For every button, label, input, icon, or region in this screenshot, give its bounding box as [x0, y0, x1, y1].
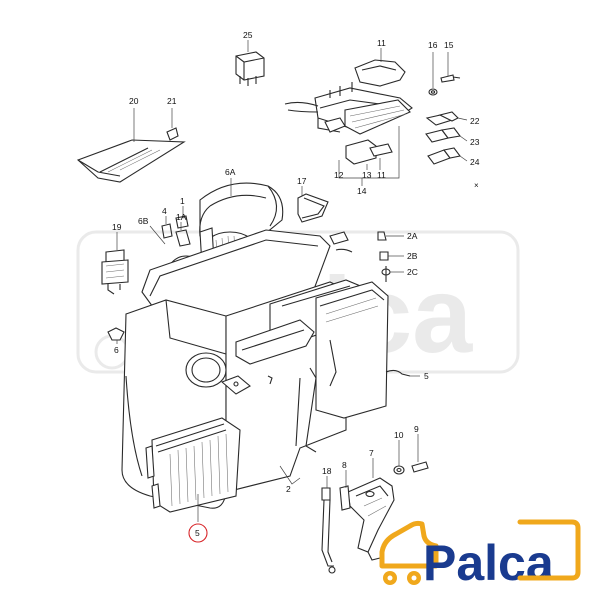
- callout-2A: 2A: [407, 231, 418, 241]
- part-hose: [297, 186, 329, 223]
- callout-21: 21: [167, 96, 177, 106]
- part-bracket: [339, 458, 395, 561]
- part-relay: [235, 40, 265, 86]
- part-heater-core: [145, 417, 241, 522]
- callout-8: 8: [342, 460, 347, 470]
- part-switch-assembly: [284, 48, 413, 186]
- svg-text:×: ×: [474, 181, 479, 190]
- callout-16: 16: [428, 40, 438, 50]
- callout-12: 12: [334, 170, 344, 180]
- callout-9: 9: [414, 424, 419, 434]
- leader-2: [279, 465, 301, 485]
- callout-7: 7: [369, 448, 374, 458]
- callout-labels: 25 11 16 15 20 21 22 23 24 12 13 11 14 6…: [112, 30, 480, 494]
- callout-11: 11: [377, 38, 386, 48]
- callout-5-highlighted[interactable]: 5: [188, 523, 208, 543]
- callout-11-lower: 11: [377, 170, 386, 180]
- callout-23: 23: [470, 137, 480, 147]
- callout-2C: 2C: [407, 267, 418, 277]
- callout-1: 1: [180, 196, 185, 206]
- part-screw-washer: [428, 52, 461, 96]
- callout-15: 15: [444, 40, 454, 50]
- callout-24: 24: [470, 157, 480, 167]
- part-screw-bottom: [393, 434, 429, 475]
- brand-name: Palca: [423, 535, 555, 591]
- callout-13: 13: [362, 170, 372, 180]
- callout-22: 22: [470, 116, 480, 126]
- callout-2: 2: [286, 484, 291, 494]
- callout-17: 17: [297, 176, 307, 186]
- callout-10: 10: [394, 430, 404, 440]
- part-clips: [149, 206, 191, 247]
- car-icon: [379, 520, 439, 585]
- callout-6A: 6A: [225, 167, 236, 177]
- part-connectors: ×: [425, 111, 479, 190]
- callout-2B: 2B: [407, 251, 418, 261]
- callout-20: 20: [129, 96, 139, 106]
- callout-14: 14: [357, 186, 367, 196]
- part-cover-plate: [76, 108, 186, 183]
- callout-1A: 1A: [176, 212, 187, 222]
- callout-4: 4: [162, 206, 167, 216]
- highlight-label: 5: [195, 528, 200, 538]
- part-sensor: [101, 232, 129, 344]
- callout-25: 25: [243, 30, 253, 40]
- callout-5-right: 5: [424, 371, 429, 381]
- callout-6B: 6B: [138, 216, 149, 226]
- highlight-circle: [188, 523, 208, 543]
- callout-18: 18: [322, 466, 332, 476]
- brand-logo: Palca: [379, 519, 581, 591]
- callout-19: 19: [112, 222, 122, 232]
- part-cable: [321, 476, 336, 574]
- callout-6: 6: [114, 345, 119, 355]
- part-fasteners-right: [329, 231, 420, 377]
